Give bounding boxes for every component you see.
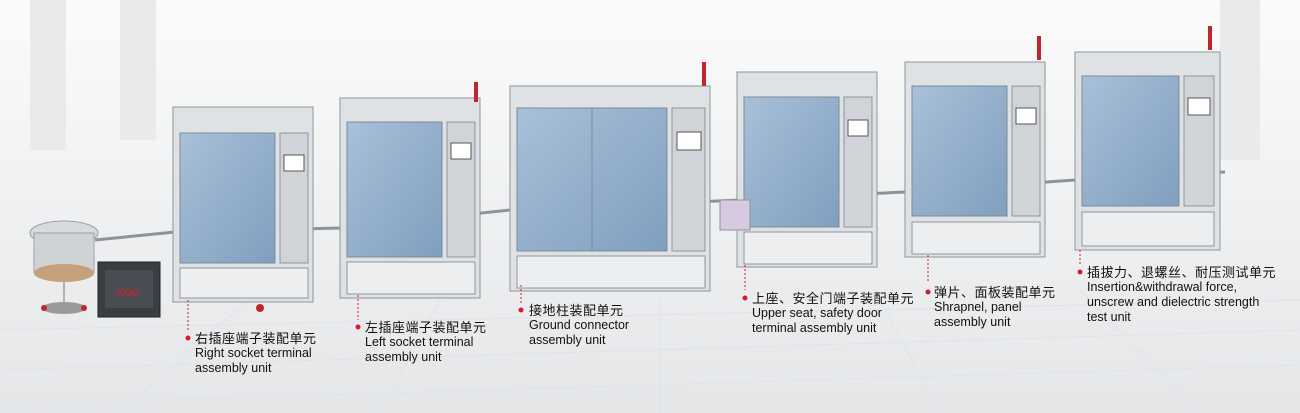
- machine-4: [719, 71, 878, 268]
- vibratory-feeder: [29, 220, 99, 314]
- label-en-line1: Left socket terminal: [365, 335, 474, 349]
- machine-6: [1074, 26, 1221, 251]
- machine-3: [509, 62, 711, 292]
- callout-upper-seat-unit: 上座、安全门端子装配单元 Upper seat, safety door ter…: [752, 291, 914, 336]
- label-en-line1: Right socket terminal: [195, 346, 312, 360]
- callout-test-unit: 插拔力、退螺丝、耐压测试单元 Insertion&withdrawal forc…: [1087, 265, 1276, 325]
- label-en-line2: assembly unit: [365, 350, 442, 364]
- label-zh: 弹片、面板装配单元: [934, 285, 1056, 300]
- marker-dot-6: [1077, 269, 1083, 275]
- label-en-line2: assembly unit: [529, 333, 606, 347]
- label-en-line2: assembly unit: [195, 361, 272, 375]
- label-zh: 接地柱装配单元: [529, 303, 624, 318]
- label-en-line1: Upper seat, safety door: [752, 306, 882, 320]
- label-en-line3: test unit: [1087, 310, 1131, 324]
- label-zh: 上座、安全门端子装配单元: [752, 291, 915, 306]
- callout-shrapnel-panel-unit: 弹片、面板装配单元 Shrapnel, panel assembly unit: [934, 285, 1056, 330]
- label-zh: 右插座端子装配单元: [195, 331, 317, 346]
- marker-dot-5: [925, 289, 931, 295]
- label-zh: 插拔力、退螺丝、耐压测试单元: [1087, 265, 1277, 280]
- marker-dot-4: [742, 295, 748, 301]
- machine-5: [904, 36, 1046, 258]
- callout-markers: [185, 269, 1083, 341]
- background-pillars: [30, 0, 1260, 160]
- label-en-line2: unscrew and dielectric strength: [1087, 295, 1260, 309]
- callout-leaders: [187, 250, 1081, 330]
- marker-dot-2: [355, 324, 361, 330]
- machine-1: [172, 106, 314, 312]
- label-en-line1: Shrapnel, panel: [934, 300, 1022, 314]
- machine-2: [339, 82, 481, 299]
- label-en-line2: assembly unit: [934, 315, 1011, 329]
- marker-dot-3: [518, 307, 524, 313]
- callout-ground-connector-unit: 接地柱装配单元 Ground connector assembly unit: [529, 303, 629, 348]
- callout-left-socket-unit: 左插座端子装配单元 Left socket terminal assembly …: [365, 320, 487, 365]
- label-en-line1: Insertion&withdrawal force,: [1087, 280, 1238, 294]
- label-en-line2: terminal assembly unit: [752, 321, 877, 335]
- cabinet-logo: KGU: [117, 288, 139, 299]
- callout-right-socket-unit: 右插座端子装配单元 Right socket terminal assembly…: [195, 331, 317, 376]
- label-zh: 左插座端子装配单元: [365, 320, 487, 335]
- floor-grid: [0, 289, 1300, 413]
- label-en-line1: Ground connector: [529, 318, 630, 332]
- marker-dot-1: [185, 335, 191, 341]
- control-cabinet: KGU: [97, 261, 161, 318]
